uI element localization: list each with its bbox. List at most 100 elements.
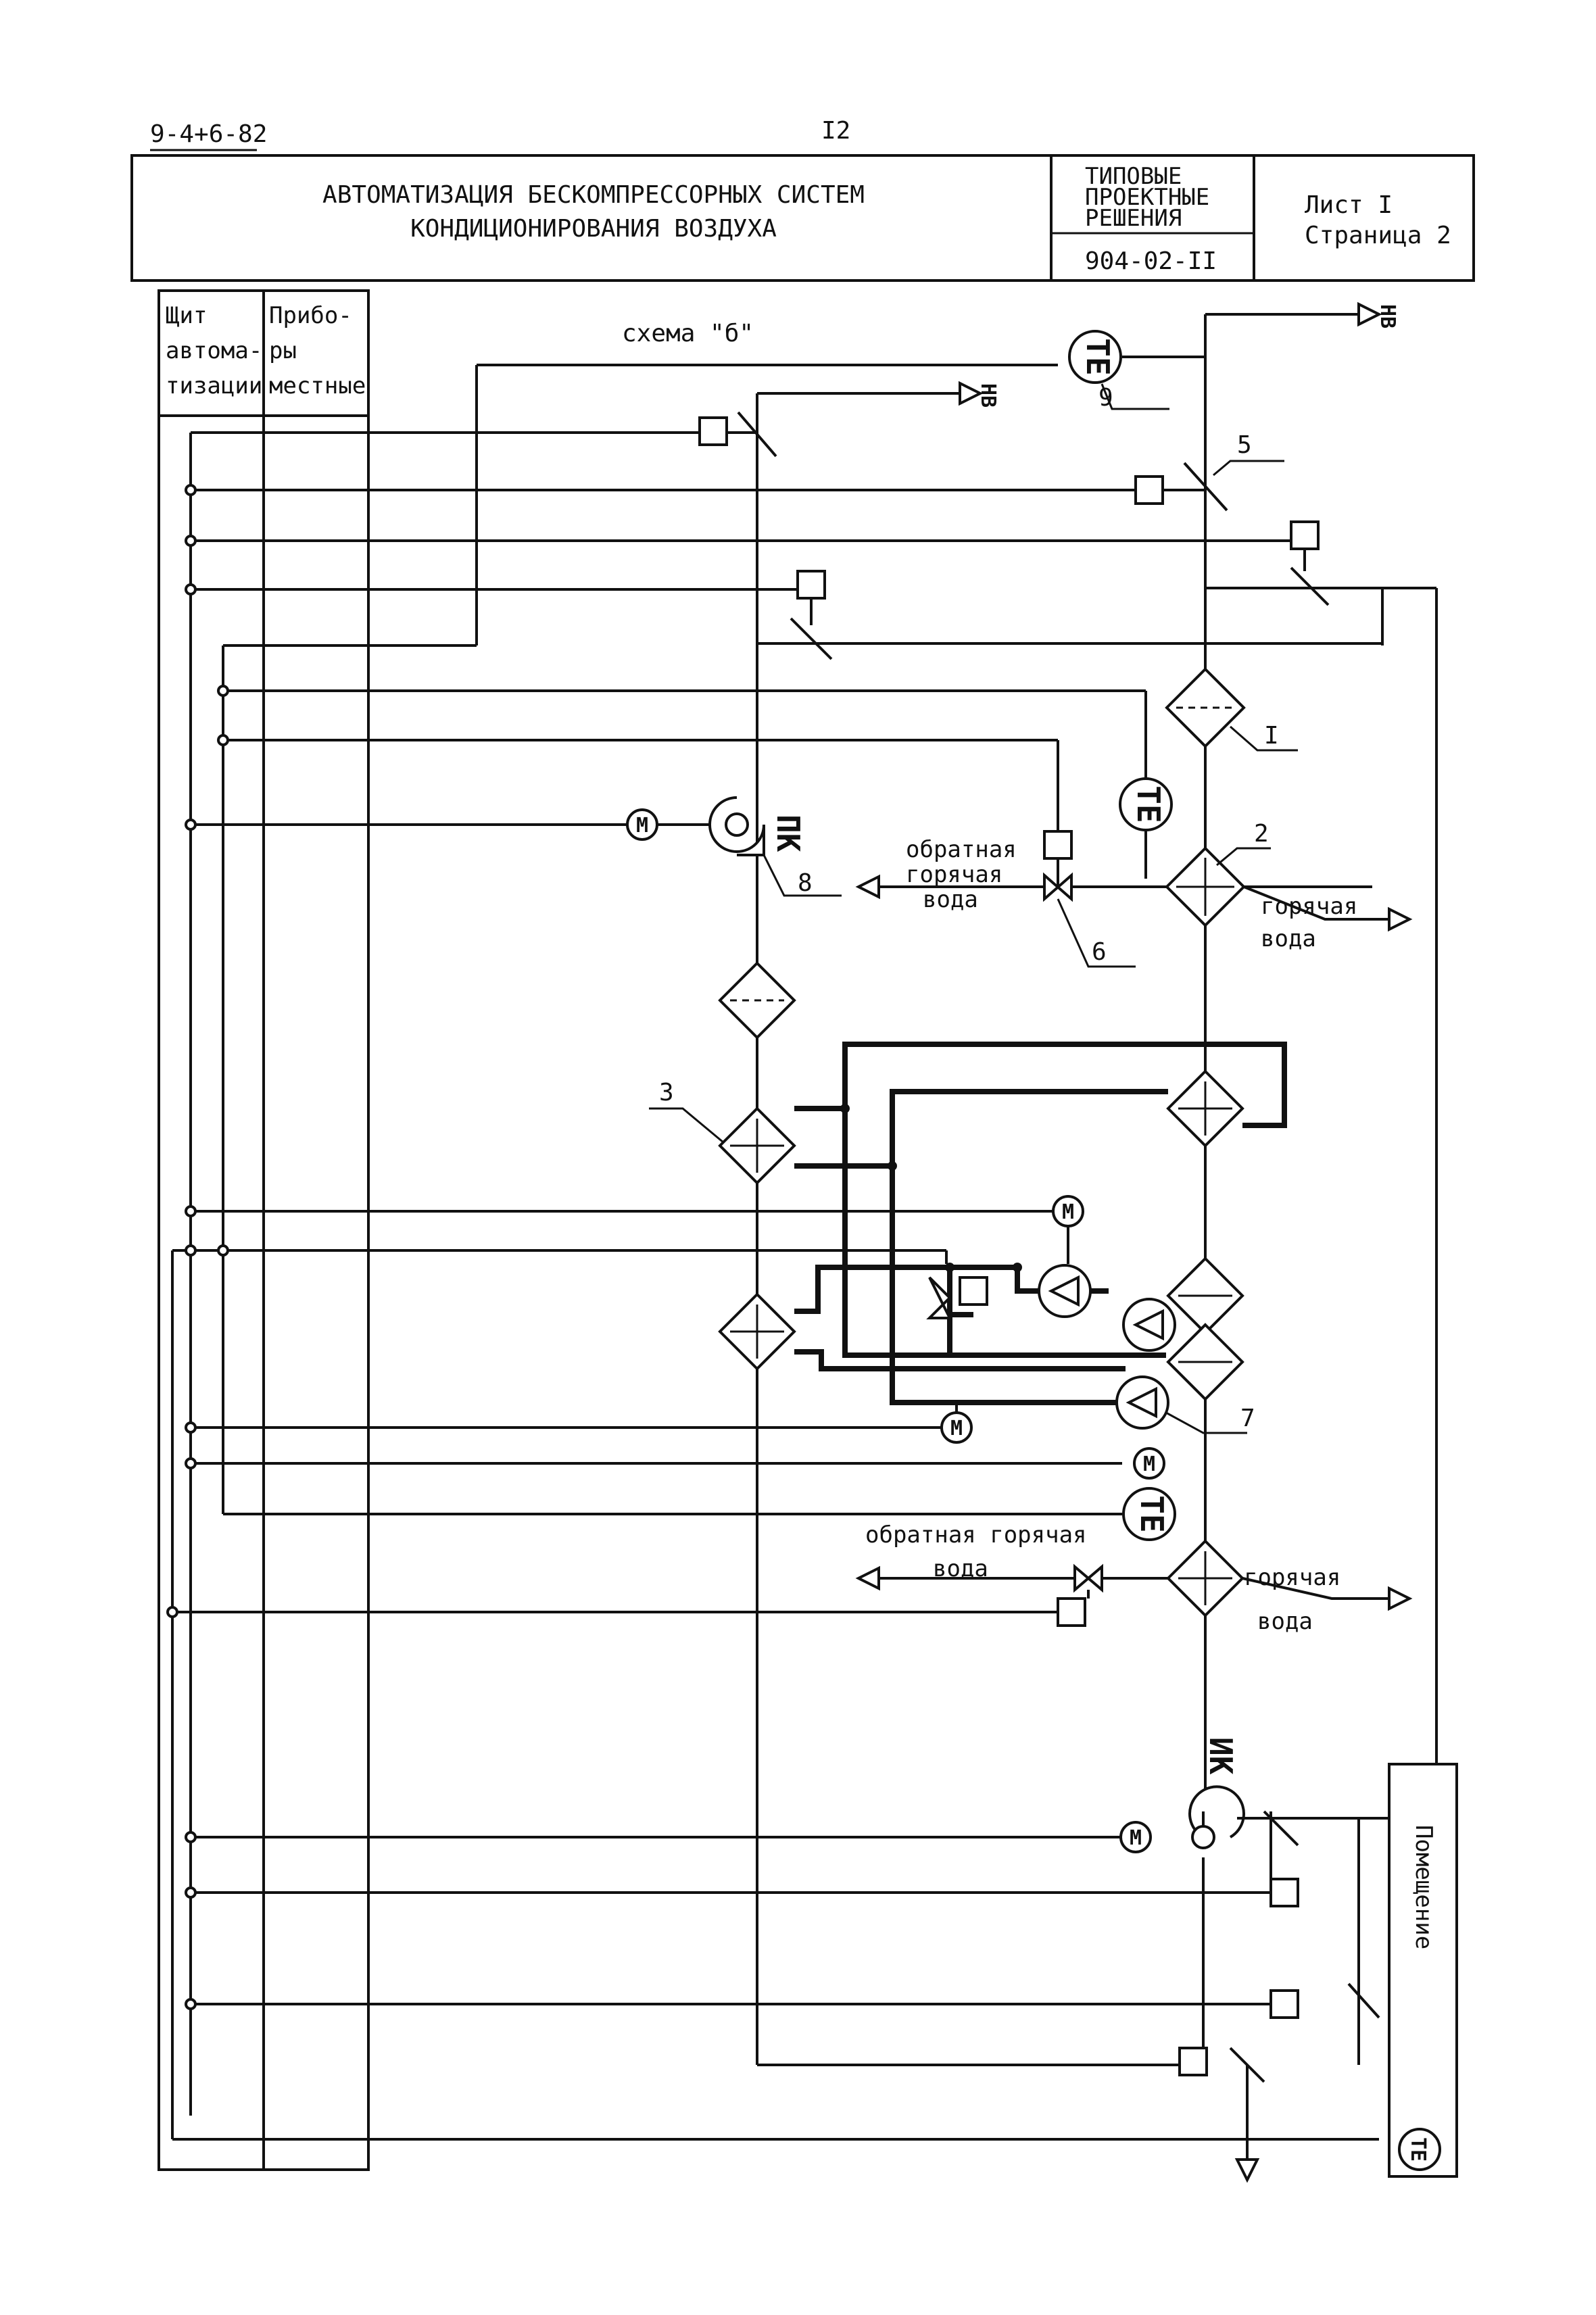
leader-8 [763, 854, 842, 897]
pump-2-arrow [1132, 1309, 1164, 1341]
scheme-label: схема "б" [622, 320, 754, 347]
actuator-exhaust-damper [1178, 2047, 1208, 2076]
return-water-label-2b: вода [933, 1555, 988, 1582]
motor-pump-top-label: М [1062, 1200, 1074, 1224]
hot-water-label-2b: вода [1257, 1608, 1313, 1635]
position-2: 2 [1254, 820, 1269, 848]
actuator-recirc-damper [1290, 520, 1320, 550]
pump-7-arrow [1126, 1386, 1157, 1419]
actuator-room-damper-1 [1269, 1878, 1299, 1907]
exhaust-fan-hub [1191, 1825, 1215, 1849]
leader-7 [1165, 1411, 1247, 1434]
pump-1-arrow [1048, 1275, 1080, 1307]
motor-exhaust-fan-label: М [1130, 1826, 1142, 1850]
temp-sensor-9-label: ТЕ [1080, 338, 1116, 375]
actuator-bypass-valve [959, 1276, 988, 1306]
position-3: 3 [659, 1079, 674, 1106]
sheet-label: Лист I [1305, 191, 1393, 219]
typical-line-1: ТИПОВЫЕ [1085, 163, 1182, 190]
supply-fan-hub [725, 812, 749, 837]
title-line-2: КОНДИЦИОНИРОВАНИЯ ВОЗДУХА [410, 215, 777, 243]
pipe-node-4 [945, 1263, 954, 1272]
hot-water-arrow-2 [1388, 1586, 1413, 1611]
return-water-label-1a: обратная [906, 836, 1017, 863]
recirc-damper [1290, 566, 1330, 606]
outdoor-air-label-1: НВ [976, 383, 1000, 408]
leader-9 [1101, 383, 1169, 410]
hot-water-label-1b: вода [1261, 925, 1316, 952]
hot-water-supply-1 [1243, 885, 1389, 921]
hot-water-arrow-1 [1388, 906, 1413, 932]
return-arrow-2 [855, 1565, 880, 1591]
actuator-mix-damper [796, 570, 826, 600]
position-8: 8 [798, 869, 813, 897]
bypass-valve [926, 1276, 952, 1319]
panel-label-1: Щит [166, 302, 207, 329]
outdoor-air-label-2: НВ [1376, 304, 1399, 328]
motor-exhaust-fan [1119, 1821, 1152, 1853]
exhaust-fan [1188, 1785, 1245, 1840]
room-damper-1 [1263, 1810, 1299, 1847]
doc-code: 9-4+6-82 [150, 120, 267, 148]
temp-sensor-lower [1122, 1487, 1176, 1541]
position-9: 9 [1098, 384, 1113, 412]
supply-duct [756, 381, 1205, 2066]
temp-sensor-room-label: ТЕ [1406, 2137, 1430, 2162]
room-damper-2 [1347, 1982, 1380, 2019]
actuator-room-damper-2 [1269, 1989, 1299, 2019]
leader-5 [1213, 460, 1284, 477]
motor-pump-7 [1133, 1447, 1165, 1480]
damper-5 [1183, 462, 1228, 512]
bus-nodes [166, 484, 229, 2010]
actuator-valve-lower [1057, 1597, 1086, 1627]
temp-sensor-heater-label: ТЕ [1130, 785, 1167, 823]
position-7: 7 [1240, 1405, 1255, 1432]
valve-6 [1043, 872, 1073, 902]
hot-water-label-2a: горячая [1244, 1564, 1340, 1591]
page-label: Страница 2 [1305, 222, 1451, 249]
exhaust-fan-label: ИК [1203, 1737, 1239, 1775]
motor-pump-low-label: М [950, 1417, 963, 1440]
pipe-node-2 [888, 1161, 897, 1171]
exhaust-outlet-arrow [1234, 2158, 1260, 2183]
return-arrow-1 [855, 874, 880, 900]
return-water-label-1c: вода [923, 886, 978, 913]
leader-2 [1216, 847, 1271, 867]
typical-line-3: РЕШЕНИЯ [1085, 205, 1182, 232]
page-number: I2 [821, 117, 850, 145]
position-6: 6 [1092, 938, 1107, 966]
local-label-2: ры [269, 337, 297, 364]
motor-pump-7-label: М [1143, 1453, 1155, 1476]
position-5: 5 [1237, 431, 1252, 459]
leader-3 [649, 1107, 724, 1144]
supply-fan-label: ПК [770, 814, 806, 852]
signal-lines [172, 489, 1379, 2141]
temp-sensor-room [1398, 2128, 1441, 2171]
temp-sensor-lower-label: ТЕ [1134, 1495, 1170, 1532]
local-label-3: местные [269, 372, 366, 399]
title-line-1: АВТОМАТИЗАЦИЯ БЕСКОМПРЕССОРНЫХ СИСТЕМ [322, 181, 865, 209]
actuator-supply-damper [698, 416, 728, 446]
temp-sensor-heater [1119, 777, 1173, 831]
title-block [130, 154, 1475, 282]
room-label: Помещение [1410, 1825, 1437, 1949]
valve-lower [1073, 1563, 1103, 1593]
hot-water-label-1a: горячая [1261, 893, 1357, 920]
return-water-label-2a: обратная горячая [865, 1521, 1087, 1549]
actuator-valve-6 [1043, 830, 1073, 860]
supply-damper [737, 411, 777, 458]
position-I: I [1264, 722, 1279, 750]
panel-label-3: тизации [166, 372, 262, 399]
actuator-damper-5 [1134, 475, 1164, 505]
circulation-pipes [794, 1042, 1287, 1405]
motor-supply-fan-label: М [636, 814, 648, 837]
panel-bus [171, 364, 1058, 2139]
project-code: 904-02-II [1085, 247, 1217, 275]
room-box [1388, 1763, 1458, 2178]
panel-label-2: автома- [166, 337, 262, 364]
local-label-1: Прибо- [269, 302, 352, 329]
hot-water-supply-2 [1242, 1577, 1389, 1600]
pipe-node-3 [1013, 1263, 1022, 1272]
leader-I [1230, 725, 1298, 752]
